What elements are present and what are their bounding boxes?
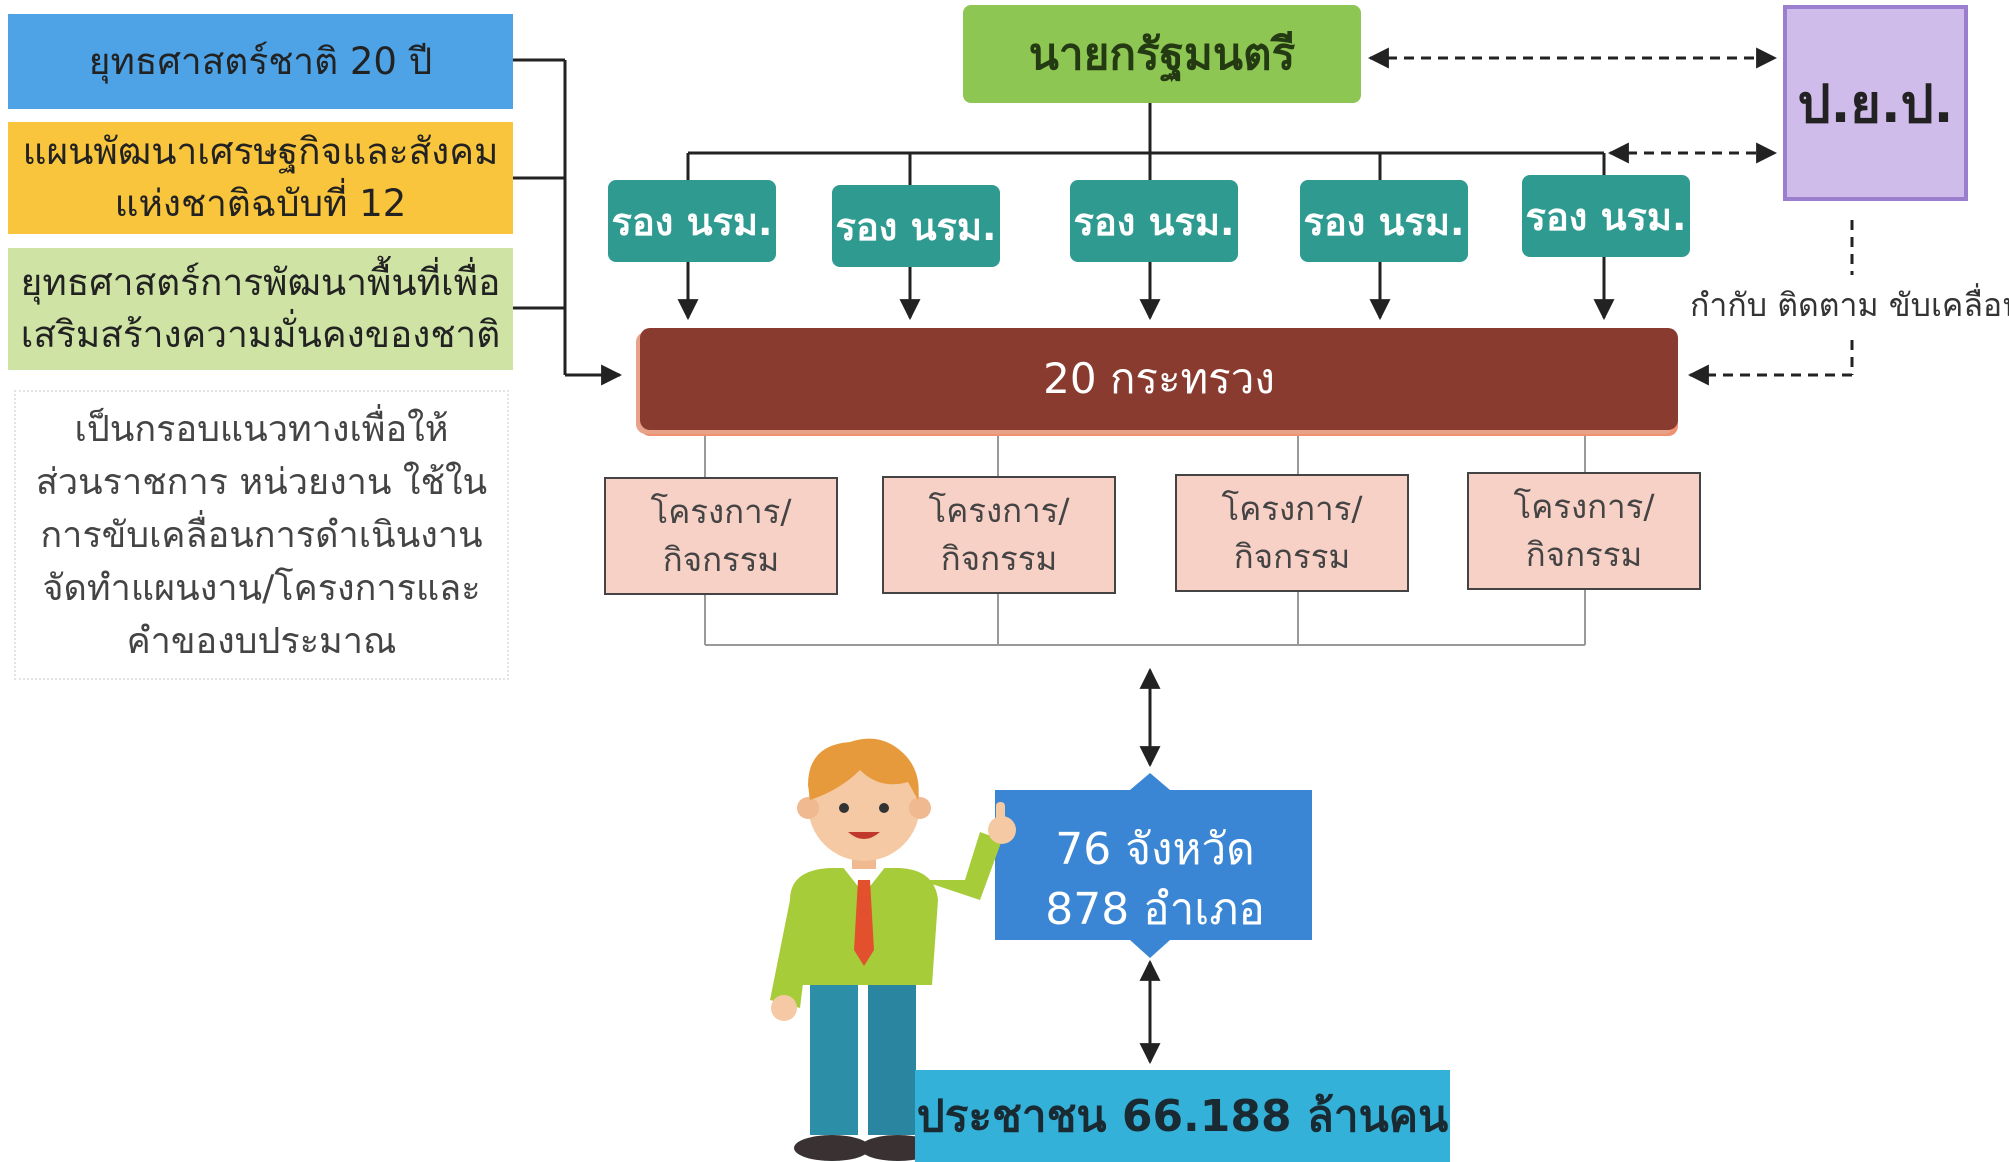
- people-node: ประชาชน 66.188 ล้านคน: [915, 1070, 1450, 1162]
- area-strategy-box: ยุทธศาสตร์การพัฒนาพื้นที่เพื่อ เสริมสร้า…: [8, 248, 513, 370]
- province-district-node: 76 จังหวัด 878 อำเภอ: [1000, 790, 1310, 970]
- strategy-20-year-box: ยุทธศาสตร์ชาติ 20 ปี: [8, 14, 513, 109]
- pyp-dashed-links: [1367, 47, 1854, 386]
- pyp-node: ป.ย.ป.: [1783, 5, 1968, 201]
- strategy-label: ยุทธศาสตร์ชาติ 20 ปี: [88, 39, 433, 83]
- project-label-line2: กิจกรรม: [662, 540, 780, 579]
- note-line1: เป็นกรอบแนวทางเพื่อให้: [74, 408, 449, 450]
- project-activity-node: โครงการ/ กิจกรรม: [882, 476, 1116, 594]
- left-bracket: [513, 58, 623, 386]
- ministries-node: 20 กระทรวง: [640, 328, 1678, 430]
- deputy-ministry-arrows: [677, 257, 1615, 321]
- province-line1: 76 จังหวัด: [1055, 824, 1255, 875]
- deputy-pm-node: รอง นรม.: [608, 180, 776, 262]
- national-plan-box: แผนพัฒนาเศรษฐกิจและสังคม แห่งชาติฉบับที่…: [8, 122, 513, 234]
- project-label-line1: โครงการ/: [1513, 487, 1655, 526]
- ministry-project-lines: [704, 432, 1586, 477]
- framework-note: เป็นกรอบแนวทางเพื่อให้ ส่วนราชการ หน่วยง…: [14, 390, 509, 680]
- pm-deputy-lines: [686, 103, 1606, 185]
- deputy-pm-node: รอง นรม.: [1522, 175, 1690, 257]
- plan-label-line1: แผนพัฒนาเศรษฐกิจและสังคม: [22, 130, 499, 173]
- project-label-line2: กิจกรรม: [1233, 537, 1351, 576]
- deputy-pm-node: รอง นรม.: [832, 185, 1000, 267]
- deputy-pm-node: รอง นรม.: [1300, 180, 1468, 262]
- area-label-line2: เสริมสร้างความมั่นคงของชาติ: [20, 313, 501, 356]
- area-label-line1: ยุทธศาสตร์การพัฒนาพื้นที่เพื่อ: [20, 261, 501, 304]
- supervise-label: กำกับ ติดตาม ขับเคลื่อน: [1690, 285, 2009, 324]
- project-activity-node: โครงการ/ กิจกรรม: [1467, 472, 1701, 590]
- note-line5: คำของบประมาณ: [126, 620, 397, 662]
- note-line4: จัดทำแผนงาน/โครงการและ: [42, 567, 481, 609]
- project-label-line1: โครงการ/: [928, 491, 1070, 530]
- plan-label-line2: แห่งชาติฉบับที่ 12: [114, 182, 407, 225]
- project-bracket: [704, 590, 1586, 646]
- project-label-line2: กิจกรรม: [1525, 535, 1643, 574]
- presenter-man-icon: [770, 738, 1016, 1161]
- prime-minister-node: นายกรัฐมนตรี: [963, 5, 1361, 103]
- project-activity-node: โครงการ/ กิจกรรม: [1175, 474, 1409, 592]
- project-label-line1: โครงการ/: [650, 492, 792, 531]
- project-label-line2: กิจกรรม: [940, 539, 1058, 578]
- province-banner-shape: [995, 773, 1312, 958]
- deputy-pm-node: รอง นรม.: [1070, 180, 1238, 262]
- note-line2: ส่วนราชการ หน่วยงาน ใช้ใน: [35, 461, 488, 503]
- project-label-line1: โครงการ/: [1221, 489, 1363, 528]
- project-activity-node: โครงการ/ กิจกรรม: [604, 477, 838, 595]
- note-line3: การขับเคลื่อนการดำเนินงาน: [40, 514, 483, 556]
- province-line2: 878 อำเภอ: [1045, 884, 1265, 935]
